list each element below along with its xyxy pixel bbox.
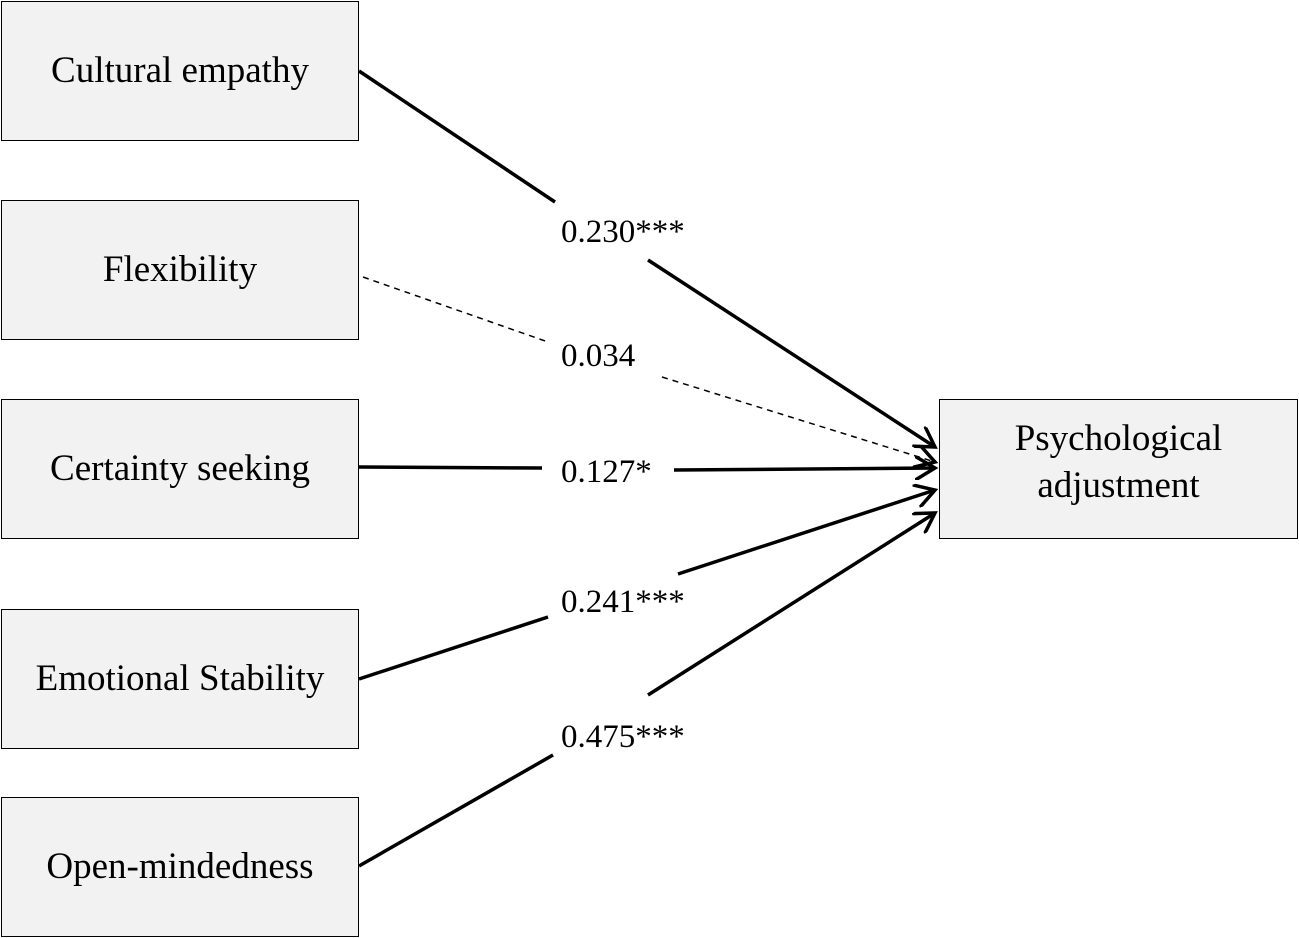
coefficient-certainty-seeking: 0.127* [561, 454, 652, 490]
coefficient-flexibility: 0.034 [561, 338, 636, 374]
path-line-open-mindedness [358, 753, 554, 868]
path-arrow-emotional-stability [677, 490, 935, 576]
node-open-mindedness: Open-mindedness [1, 797, 359, 937]
node-label-outcome-line2: adjustment [1037, 465, 1200, 506]
path-line-certainty-seeking [358, 465, 543, 470]
path-arrow-cultural-empathy [647, 258, 935, 447]
node-emotional-stability: Emotional Stability [1, 609, 359, 749]
node-label-certainty-seeking: Certainty seeking [50, 447, 310, 489]
path-line-emotional-stability [358, 615, 549, 681]
node-cultural-empathy: Cultural empathy [1, 1, 359, 141]
node-label-flexibility: Flexibility [102, 248, 258, 290]
node-label-open-mindedness: Open-mindedness [46, 845, 314, 887]
coefficient-open-mindedness: 0.475*** [561, 719, 685, 755]
path-line-flexibility [362, 276, 549, 343]
path-arrow-flexibility [661, 376, 935, 462]
node-psychological-adjustment: Psychological adjustment [939, 399, 1298, 539]
node-label-emotional-stability: Emotional Stability [35, 657, 325, 699]
node-certainty-seeking: Certainty seeking [1, 399, 359, 539]
path-arrow-certainty-seeking [673, 468, 935, 470]
coefficient-emotional-stability: 0.241*** [561, 584, 685, 620]
path-line-cultural-empathy [358, 69, 556, 204]
node-label-outcome-line1: Psychological [1014, 418, 1223, 460]
coefficient-cultural-empathy: 0.230*** [561, 214, 685, 250]
path-arrow-open-mindedness [647, 513, 935, 697]
node-flexibility: Flexibility [1, 200, 359, 340]
node-label-cultural-empathy: Cultural empathy [51, 49, 309, 91]
